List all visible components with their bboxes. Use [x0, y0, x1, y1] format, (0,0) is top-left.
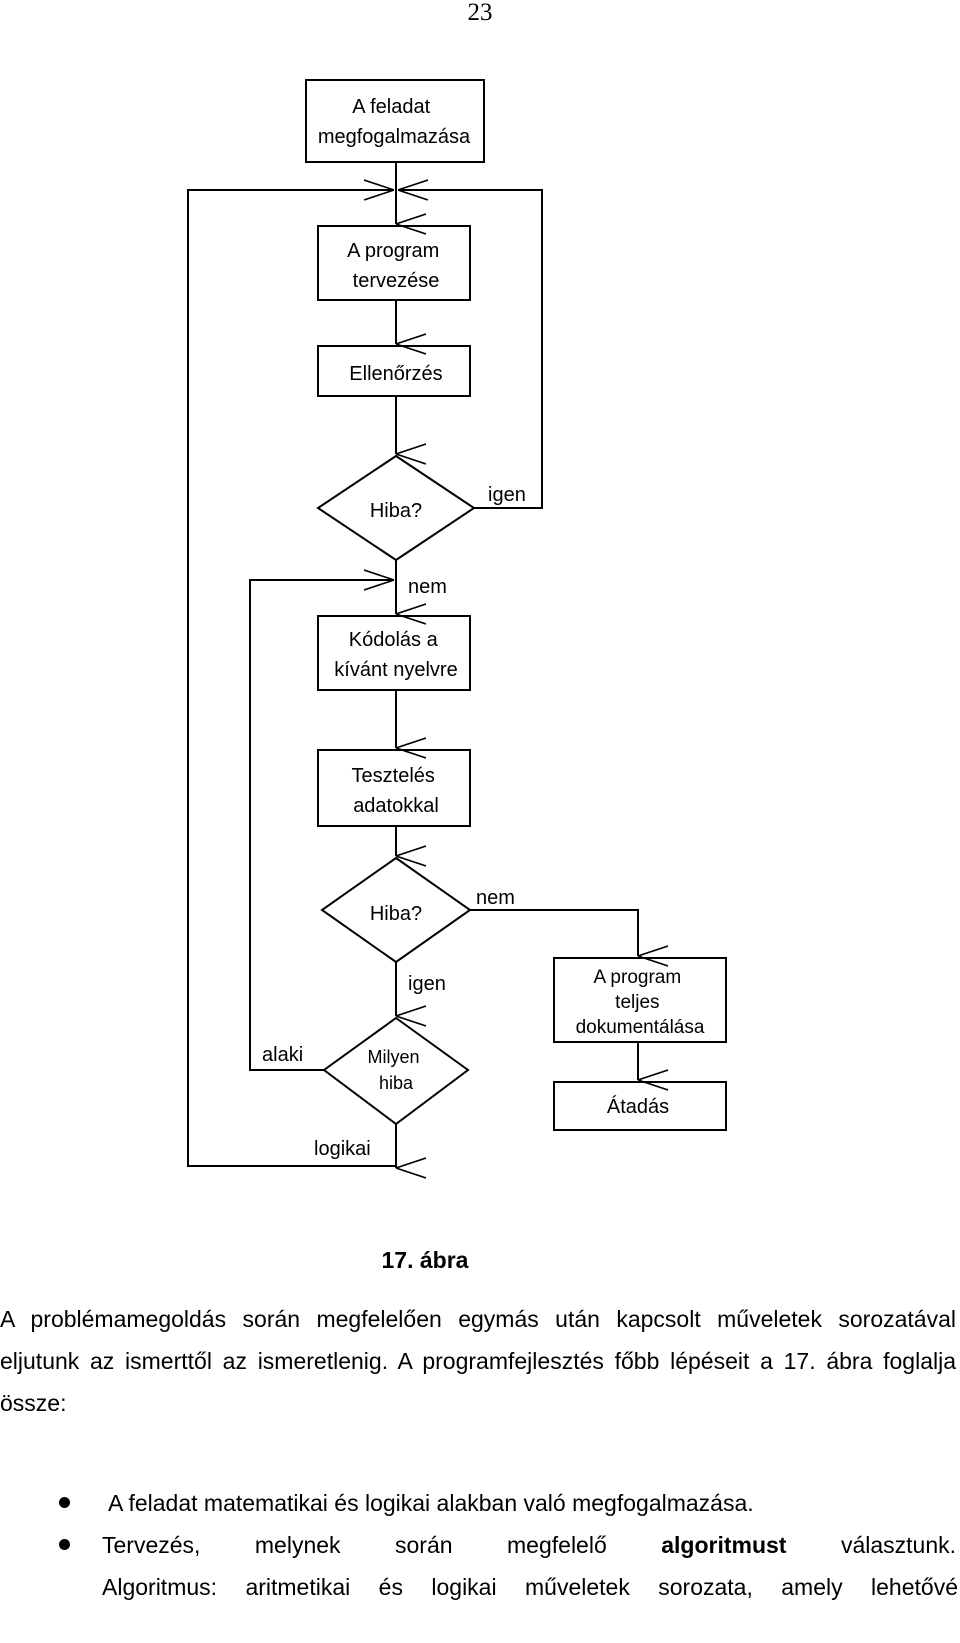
label-kodolas: Kódolás a kívánt nyelvre [334, 629, 457, 681]
edge-label-nem-2: nem [476, 887, 515, 909]
list-item-continuation: Algoritmus: aritmetikai és logikai művel… [0, 1566, 958, 1608]
list-item-text: Tervezés, melynek során megfelelő [102, 1532, 662, 1558]
label-feladat: A feladat megfogalmazása [318, 96, 471, 148]
box-kodolas [317, 615, 471, 691]
box-tervezes [317, 225, 471, 301]
box-teszteles [317, 749, 471, 827]
list-item-text: A feladat matematikai és logikai alakban… [108, 1490, 754, 1516]
box-ellenorzes [317, 345, 471, 397]
label-teszteles: Tesztelés adatokkal [352, 765, 441, 817]
bullet-icon [59, 1539, 70, 1550]
diamond-milyen [322, 1016, 470, 1126]
edge-label-igen-1: igen [488, 484, 526, 506]
flowchart: A feladat megfogalmazása A program terve… [187, 79, 727, 1240]
label-hiba2: Hiba? [370, 903, 422, 925]
label-atadas: Átadás [607, 1095, 669, 1118]
label-milyen: Milyen hiba [367, 1047, 424, 1093]
label-dokumentalas: A program teljes dokumentálása [576, 967, 705, 1038]
edge-label-igen-2: igen [408, 973, 446, 995]
bullet-list: A feladat matematikai és logikai alakban… [0, 1482, 960, 1608]
figure-caption: 17. ábra [381, 1247, 469, 1273]
list-item-bold: algoritmust [661, 1532, 787, 1558]
label-hiba1: Hiba? [370, 500, 422, 522]
list-item: Tervezés, melynek során megfelelő algori… [0, 1524, 956, 1566]
list-item-text: Algoritmus: aritmetikai és logikai művel… [102, 1574, 958, 1600]
list-item-text: választunk. [786, 1532, 956, 1558]
edge-label-logikai: logikai [314, 1138, 371, 1160]
body-paragraph: A problémamegoldás során megfelelően egy… [0, 1306, 956, 1416]
label-tervezes: A program tervezése [347, 240, 445, 292]
bullet-icon [59, 1497, 70, 1508]
edge-label-nem-1: nem [408, 576, 447, 598]
label-ellenorzes: Ellenőrzés [349, 363, 442, 385]
list-item: A feladat matematikai és logikai alakban… [0, 1482, 956, 1524]
page-number: 23 [467, 0, 493, 26]
box-feladat [305, 79, 485, 163]
edge-label-alaki: alaki [262, 1044, 303, 1066]
